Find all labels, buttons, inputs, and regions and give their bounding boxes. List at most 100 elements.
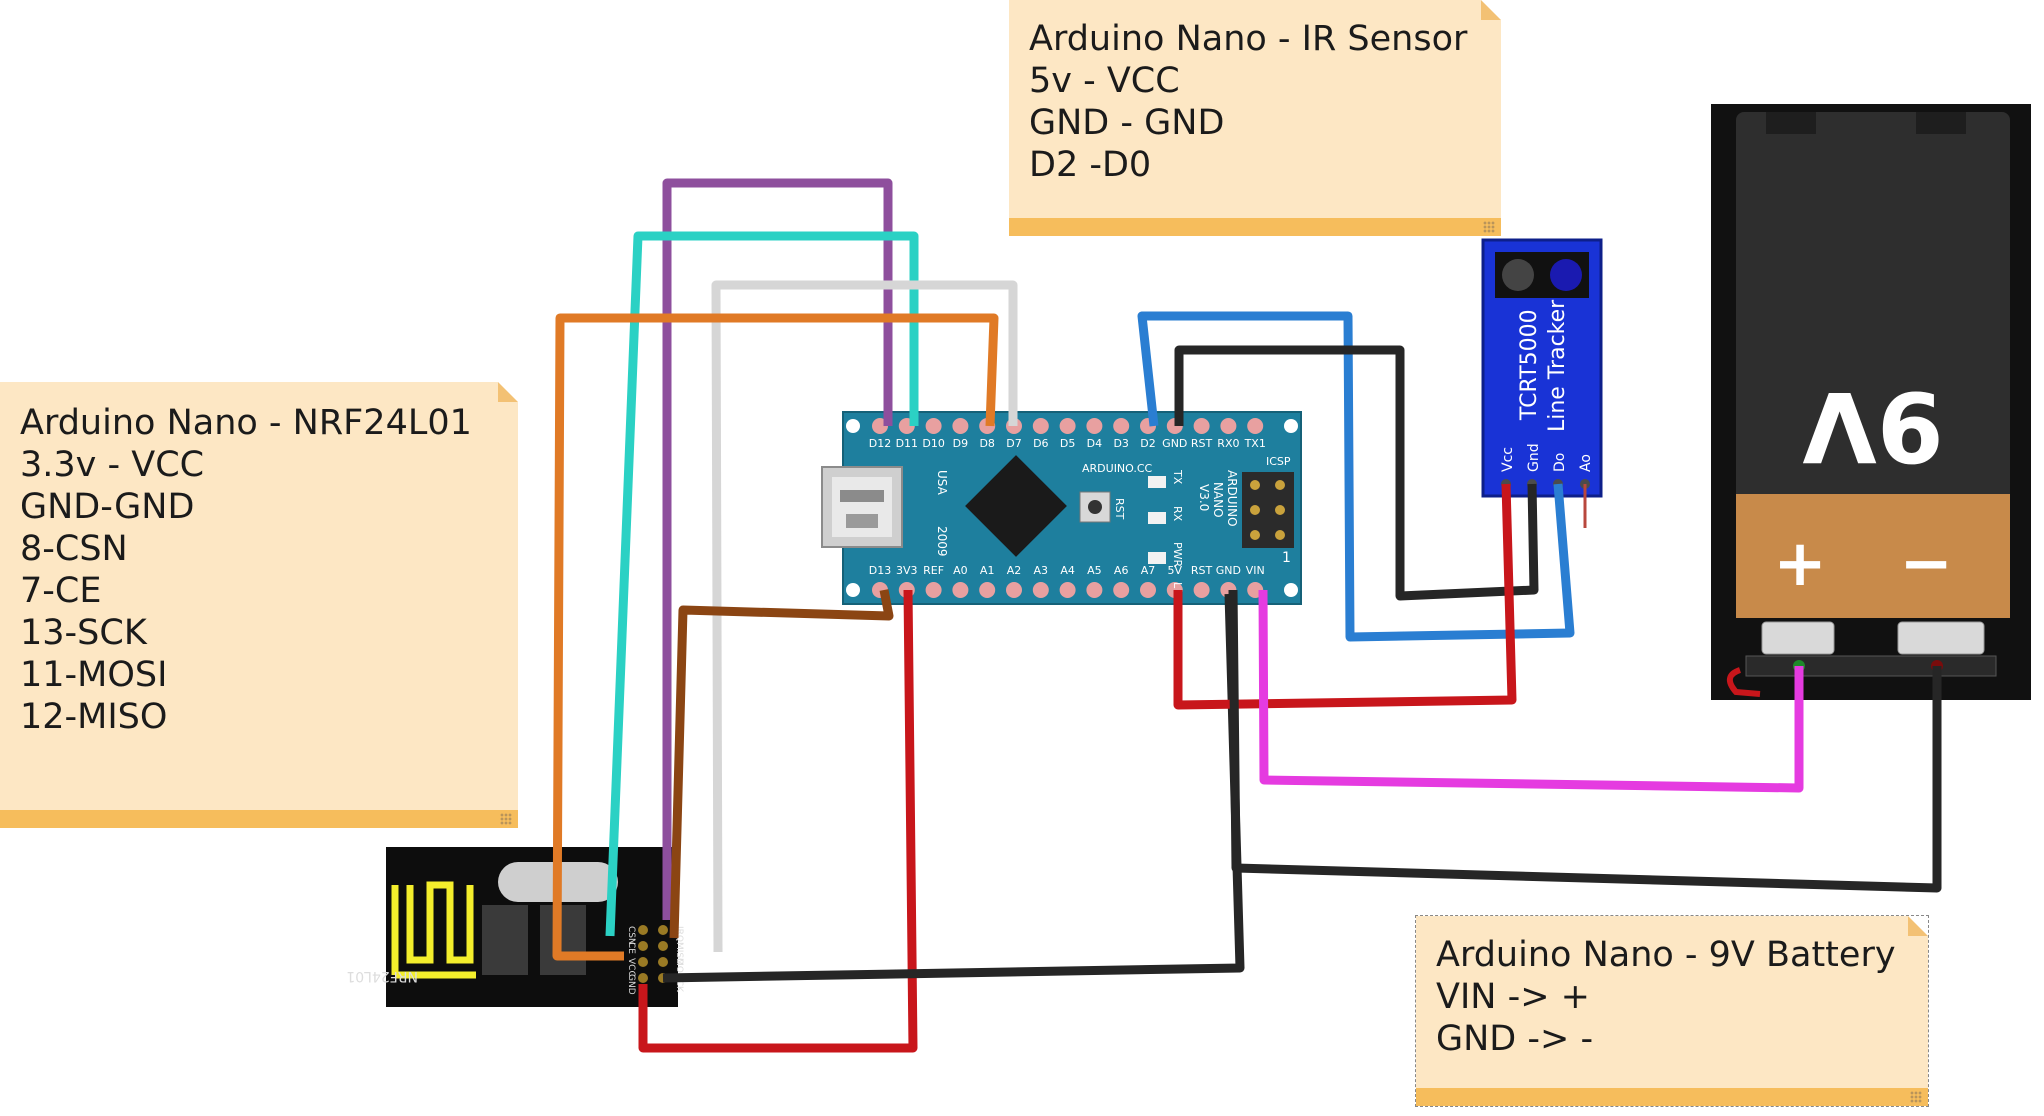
icsp-pin-label: 1 bbox=[1282, 550, 1291, 566]
wire-gnd-minus bbox=[1228, 589, 1942, 893]
nano-top-pin bbox=[952, 418, 969, 434]
wire-d2-do bbox=[1137, 311, 1575, 642]
nano-bottom-pin-label: A6 bbox=[1114, 564, 1129, 577]
tcrt5000-module: TCRT5000 Line Tracker Vcc Gnd Do Ao bbox=[1481, 238, 1603, 528]
usb-connector bbox=[821, 466, 903, 548]
nrf-pin bbox=[658, 957, 668, 967]
nano-bottom-pin-label: A0 bbox=[953, 564, 968, 577]
nano-bottom-pin-label: 5V bbox=[1168, 564, 1183, 577]
nano-top-pin-label: D6 bbox=[1033, 437, 1048, 450]
nano-top-pin-label: D5 bbox=[1060, 437, 1075, 450]
nano-top-pin-label: RX0 bbox=[1217, 437, 1239, 450]
nano-bottom-pin-label: A1 bbox=[980, 564, 995, 577]
battery-voltage-label: 9V bbox=[1802, 370, 1943, 482]
nrf-pin-label: MISO bbox=[674, 942, 684, 965]
ir-title-line-2: Line Tracker bbox=[1545, 299, 1570, 432]
nrf-pin-label: CE bbox=[626, 942, 636, 954]
model-label-3: V3.0 bbox=[1197, 484, 1211, 511]
nano-top-pin bbox=[925, 418, 942, 434]
wire-vin-plus bbox=[1258, 589, 1804, 793]
nano-bottom-pin bbox=[1140, 582, 1156, 598]
nano-top-pin-label: GND bbox=[1162, 437, 1187, 450]
nano-bottom-pin-label: A7 bbox=[1141, 564, 1156, 577]
nrf-pin bbox=[658, 941, 668, 951]
nano-top-pin-label: D10 bbox=[922, 437, 944, 450]
nano-top-pin-label: D9 bbox=[953, 437, 968, 450]
wire-5v-vcc bbox=[1173, 483, 1517, 710]
country-label: USA bbox=[935, 470, 949, 496]
wire-ir-gnd bbox=[1174, 345, 1539, 601]
nano-top-pin-label: D3 bbox=[1113, 437, 1128, 450]
note-nrf-line-4: 7-CE bbox=[20, 571, 102, 611]
note-nrf-title: Arduino Nano - NRF24L01 bbox=[20, 403, 472, 443]
ir-pin-do-label: Do bbox=[1552, 453, 1568, 472]
nano-bottom-pin bbox=[1059, 582, 1076, 598]
wire-ce bbox=[552, 313, 999, 961]
nano-bottom-pin bbox=[1006, 582, 1022, 598]
nano-top-pin-label: D4 bbox=[1087, 437, 1102, 450]
nano-bottom-pin bbox=[1032, 582, 1049, 598]
nrf-pin bbox=[638, 925, 648, 935]
nano-bottom-pin bbox=[952, 582, 969, 598]
wire-3v3 bbox=[638, 589, 918, 1053]
nano-top-pin-label: D7 bbox=[1006, 437, 1021, 450]
model-label-2: NANO bbox=[1211, 482, 1225, 518]
wire-miso bbox=[662, 178, 893, 920]
nano-top-pin bbox=[1193, 418, 1210, 434]
nano-bottom-pin bbox=[1113, 582, 1130, 598]
led-l-label: L bbox=[1171, 582, 1184, 589]
nrf-label: NRF24L01 bbox=[346, 968, 418, 984]
nano-top-pin bbox=[1220, 418, 1237, 434]
nano-bottom-pin bbox=[1086, 582, 1103, 598]
ir-pin-gnd-label: Gnd bbox=[1526, 443, 1542, 472]
icsp-header bbox=[1242, 472, 1294, 548]
wire-mosi bbox=[605, 231, 919, 937]
note-battery-line-2: GND -> - bbox=[1436, 1019, 1594, 1059]
nrf-pin-label: SCK bbox=[674, 974, 684, 993]
nano-bottom-pin-label: A4 bbox=[1060, 564, 1075, 577]
nrf-pin-label: MOSI bbox=[674, 958, 684, 981]
nrf-pin bbox=[638, 957, 648, 967]
note-ir-line-3: D2 -D0 bbox=[1029, 145, 1152, 185]
nano-bottom-pin-label: 3V3 bbox=[896, 564, 918, 577]
nano-bottom-pin-label: VIN bbox=[1246, 564, 1265, 577]
icsp-label: ICSP bbox=[1266, 455, 1291, 468]
nano-bottom-pin-label: D13 bbox=[869, 564, 891, 577]
nrf-pin-label: IRQ bbox=[674, 926, 684, 942]
nano-top-pin bbox=[1086, 418, 1103, 434]
note-nrf-line-2: GND-GND bbox=[20, 487, 195, 527]
ir-pin-vcc-label: Vcc bbox=[1500, 447, 1516, 472]
nrf-pin-label: CSN bbox=[626, 926, 636, 945]
wire-sck bbox=[669, 589, 894, 939]
nano-bottom-pin-label: RST bbox=[1191, 564, 1213, 577]
note-nrf-line-3: 8-CSN bbox=[20, 529, 128, 569]
note-ir-line-2: GND - GND bbox=[1029, 103, 1225, 143]
nano-bottom-pin bbox=[979, 582, 996, 598]
nano-bottom-pin-label: REF bbox=[923, 564, 944, 577]
wires bbox=[552, 178, 1942, 1053]
note-battery-title: Arduino Nano - 9V Battery bbox=[1436, 935, 1896, 975]
nano-top-pin-label: D11 bbox=[896, 437, 918, 450]
wire-nrf-gnd bbox=[662, 593, 1245, 983]
nano-top-pin-label: D2 bbox=[1140, 437, 1155, 450]
nrf-pin bbox=[658, 925, 668, 935]
led-rx-label: RX bbox=[1171, 506, 1184, 522]
note-nrf-line-7: 12-MISO bbox=[20, 697, 168, 737]
note-battery: Arduino Nano - 9V Battery VIN -> + GND -… bbox=[1415, 915, 1929, 1107]
nano-bottom-pin bbox=[1193, 582, 1210, 598]
nano-top-pin-label: D8 bbox=[979, 437, 994, 450]
ir-title-line-1: TCRT5000 bbox=[1517, 309, 1542, 421]
nano-top-pin bbox=[1113, 418, 1130, 434]
nano-top-pin-label: D12 bbox=[869, 437, 891, 450]
note-nrf: Arduino Nano - NRF24L01 3.3v - VCC GND-G… bbox=[0, 382, 518, 828]
nano-bottom-pin bbox=[925, 582, 942, 598]
led-pwr-label: PWR bbox=[1171, 542, 1184, 568]
ir-pin-ao-label: Ao bbox=[1578, 454, 1594, 472]
nano-bottom-pin-label: GND bbox=[1216, 564, 1241, 577]
note-battery-line-1: VIN -> + bbox=[1436, 977, 1590, 1017]
nano-bottom-pin-label: A3 bbox=[1034, 564, 1049, 577]
